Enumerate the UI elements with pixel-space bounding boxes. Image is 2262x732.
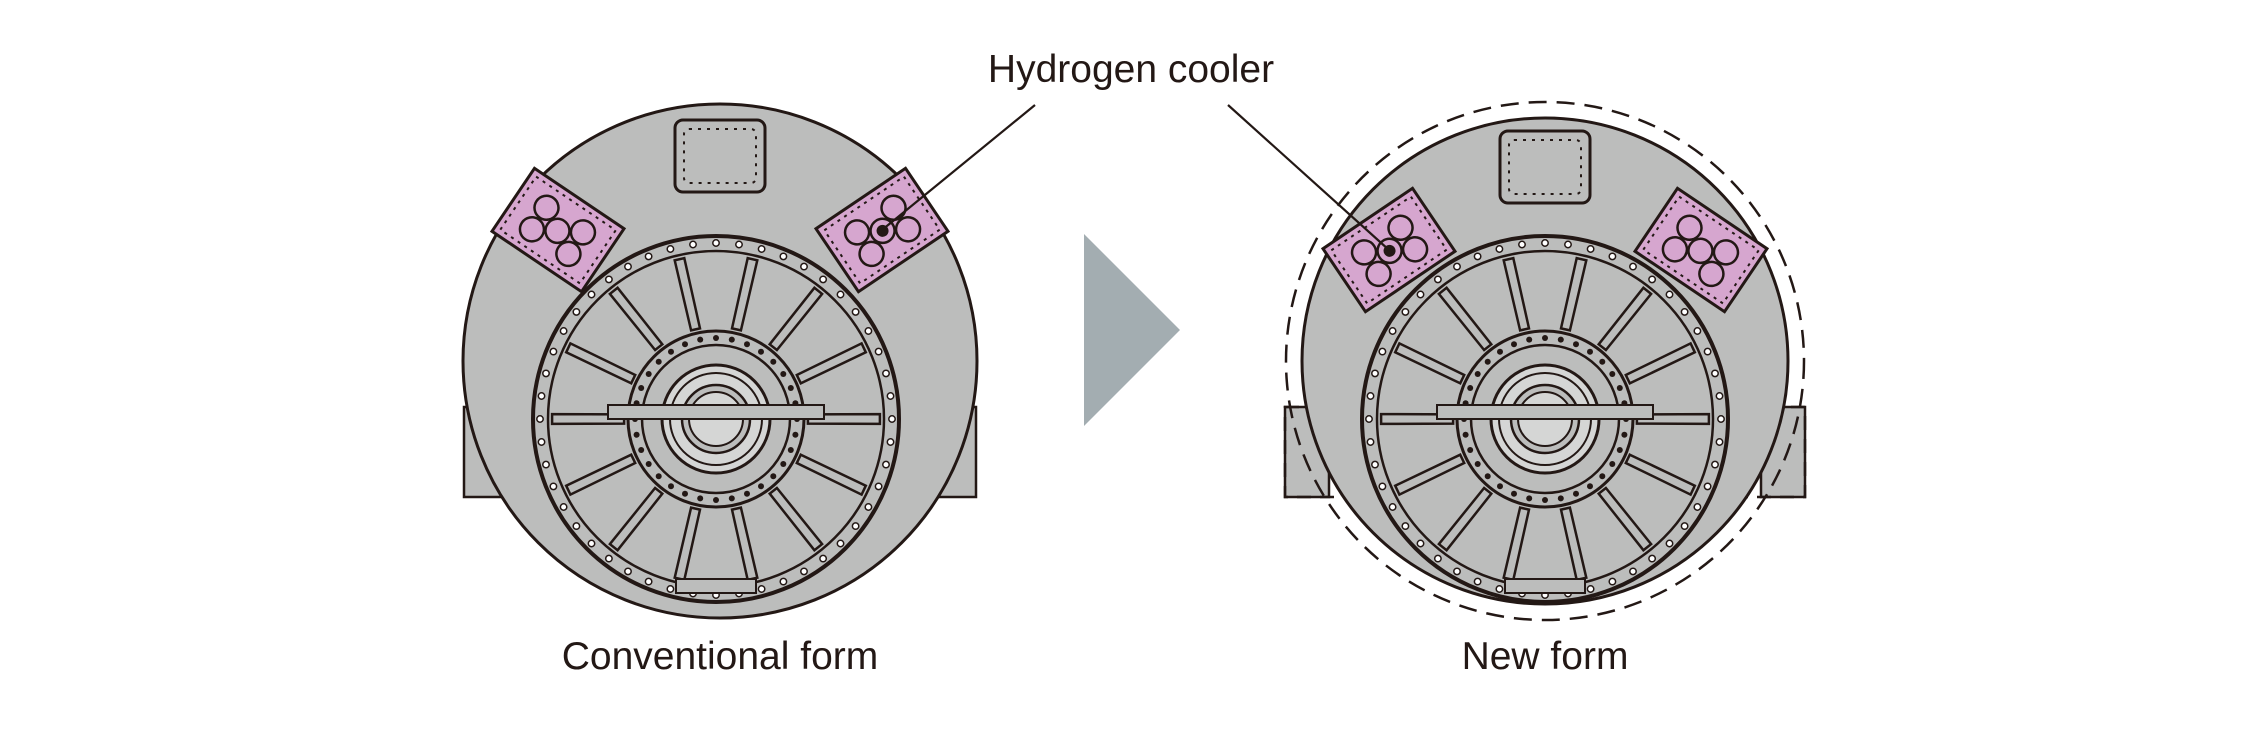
left-caption: Conventional form xyxy=(561,635,879,678)
hydrogen-cooler-right xyxy=(1632,186,1770,314)
new-generator xyxy=(1283,100,1807,622)
right-caption: New form xyxy=(1461,635,1629,678)
top-hatch xyxy=(1498,129,1592,205)
former-casing-outline xyxy=(1284,100,1806,622)
top-hatch xyxy=(673,118,767,194)
hydrogen-cooler-left xyxy=(489,166,627,294)
callout-label: Hydrogen cooler xyxy=(987,48,1275,91)
callout-leader-left xyxy=(881,104,1036,231)
right-arrow-icon xyxy=(1084,234,1180,426)
rotor-core xyxy=(531,234,901,604)
callout-leader-right xyxy=(1227,104,1390,251)
conventional-generator xyxy=(461,102,979,620)
rotor-core xyxy=(1360,234,1730,604)
